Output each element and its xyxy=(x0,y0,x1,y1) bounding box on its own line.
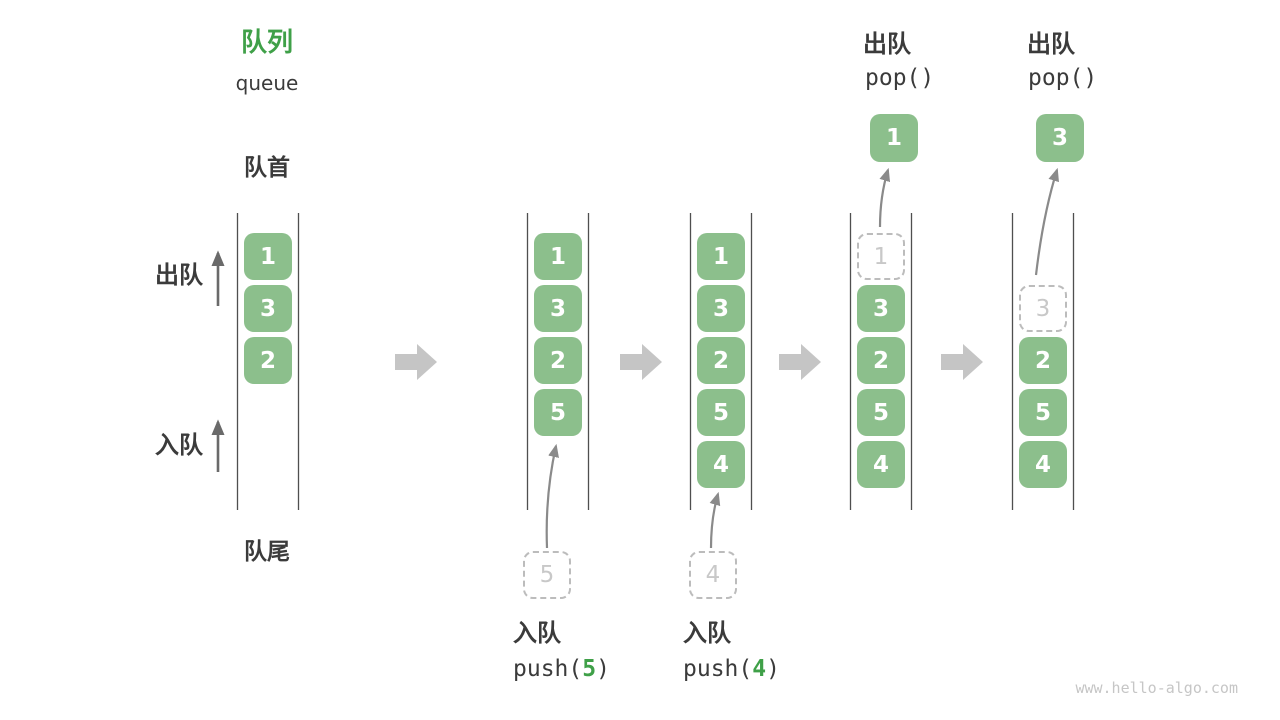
enqueue-label-push5: 入队 xyxy=(513,619,561,647)
watermark: www.hello-algo.com xyxy=(1075,679,1238,697)
transition-arrow-3-icon xyxy=(779,344,821,380)
queue-item-5: 5 xyxy=(697,389,745,436)
queue-item-1-ghost: 1 xyxy=(857,233,905,280)
queue-item-2: 2 xyxy=(697,337,745,384)
pop-3-arrow-icon xyxy=(1034,167,1059,276)
queue-item-2: 2 xyxy=(857,337,905,384)
push4-code-suffix: ) xyxy=(766,656,780,682)
queue-item-3: 3 xyxy=(534,285,582,332)
diagram-title-zh: 队列 xyxy=(240,28,294,58)
enqueue-ghost-box-4: 4 xyxy=(689,551,737,599)
push-4-arrow-icon xyxy=(709,491,721,549)
transition-arrow-2-icon xyxy=(620,344,662,380)
queue-front-label: 队首 xyxy=(244,155,290,181)
queue-item-3: 3 xyxy=(857,285,905,332)
queue-item-1: 1 xyxy=(534,233,582,280)
popped-value-3: 3 xyxy=(1051,125,1068,151)
dequeue-label-pop3: 出队 xyxy=(1027,30,1075,58)
push5-code-arg: 5 xyxy=(582,656,597,682)
enqueue-ghost-value-5: 5 xyxy=(539,562,555,588)
queue-column-2: 1 3 2 5 xyxy=(527,213,589,510)
queue-item-3: 3 xyxy=(244,285,292,332)
transition-arrow-4-icon xyxy=(941,344,983,380)
popped-value-1: 1 xyxy=(885,125,902,151)
queue-item-2: 2 xyxy=(534,337,582,384)
queue-item-1: 1 xyxy=(697,233,745,280)
transition-arrow-1-icon xyxy=(395,344,437,380)
popped-box-3: 3 xyxy=(1036,114,1084,162)
queue-item-2: 2 xyxy=(1019,337,1067,384)
queue-item-5: 5 xyxy=(857,389,905,436)
queue-item-1: 1 xyxy=(244,233,292,280)
dequeue-side-label: 出队 xyxy=(155,261,203,289)
queue-item-3-ghost: 3 xyxy=(1019,285,1067,332)
pop1-code-label: pop() xyxy=(865,65,935,91)
queue-item-4: 4 xyxy=(697,441,745,488)
queue-column-5: 3 2 5 4 xyxy=(1012,213,1074,510)
pop3-code-label: pop() xyxy=(1028,65,1098,91)
push4-code-prefix: push( xyxy=(683,656,753,682)
diagram-title-en: queue xyxy=(235,71,299,95)
queue-column-4: 1 3 2 5 4 xyxy=(850,213,912,510)
queue-item-4: 4 xyxy=(857,441,905,488)
queue-item-4: 4 xyxy=(1019,441,1067,488)
push4-code-label: push(4) xyxy=(683,658,780,681)
dequeue-label-pop1: 出队 xyxy=(863,30,911,58)
queue-column-3: 1 3 2 5 4 xyxy=(690,213,752,510)
push5-code-label: push(5) xyxy=(513,658,610,681)
push4-code-arg: 4 xyxy=(752,656,767,682)
queue-column-1: 1 3 2 xyxy=(237,213,299,510)
enqueue-side-label: 入队 xyxy=(155,431,203,459)
queue-item-5: 5 xyxy=(534,389,582,436)
pop-1-arrow-icon xyxy=(878,167,891,228)
push5-code-suffix: ) xyxy=(596,656,610,682)
queue-item-2: 2 xyxy=(244,337,292,384)
push-5-arrow-icon xyxy=(545,443,559,549)
push5-code-prefix: push( xyxy=(513,656,583,682)
queue-item-5: 5 xyxy=(1019,389,1067,436)
enqueue-ghost-value-4: 4 xyxy=(705,562,721,588)
popped-box-1: 1 xyxy=(870,114,918,162)
queue-item-3: 3 xyxy=(697,285,745,332)
enqueue-ghost-box-5: 5 xyxy=(523,551,571,599)
enqueue-label-push4: 入队 xyxy=(683,619,731,647)
queue-rear-label: 队尾 xyxy=(244,539,290,565)
